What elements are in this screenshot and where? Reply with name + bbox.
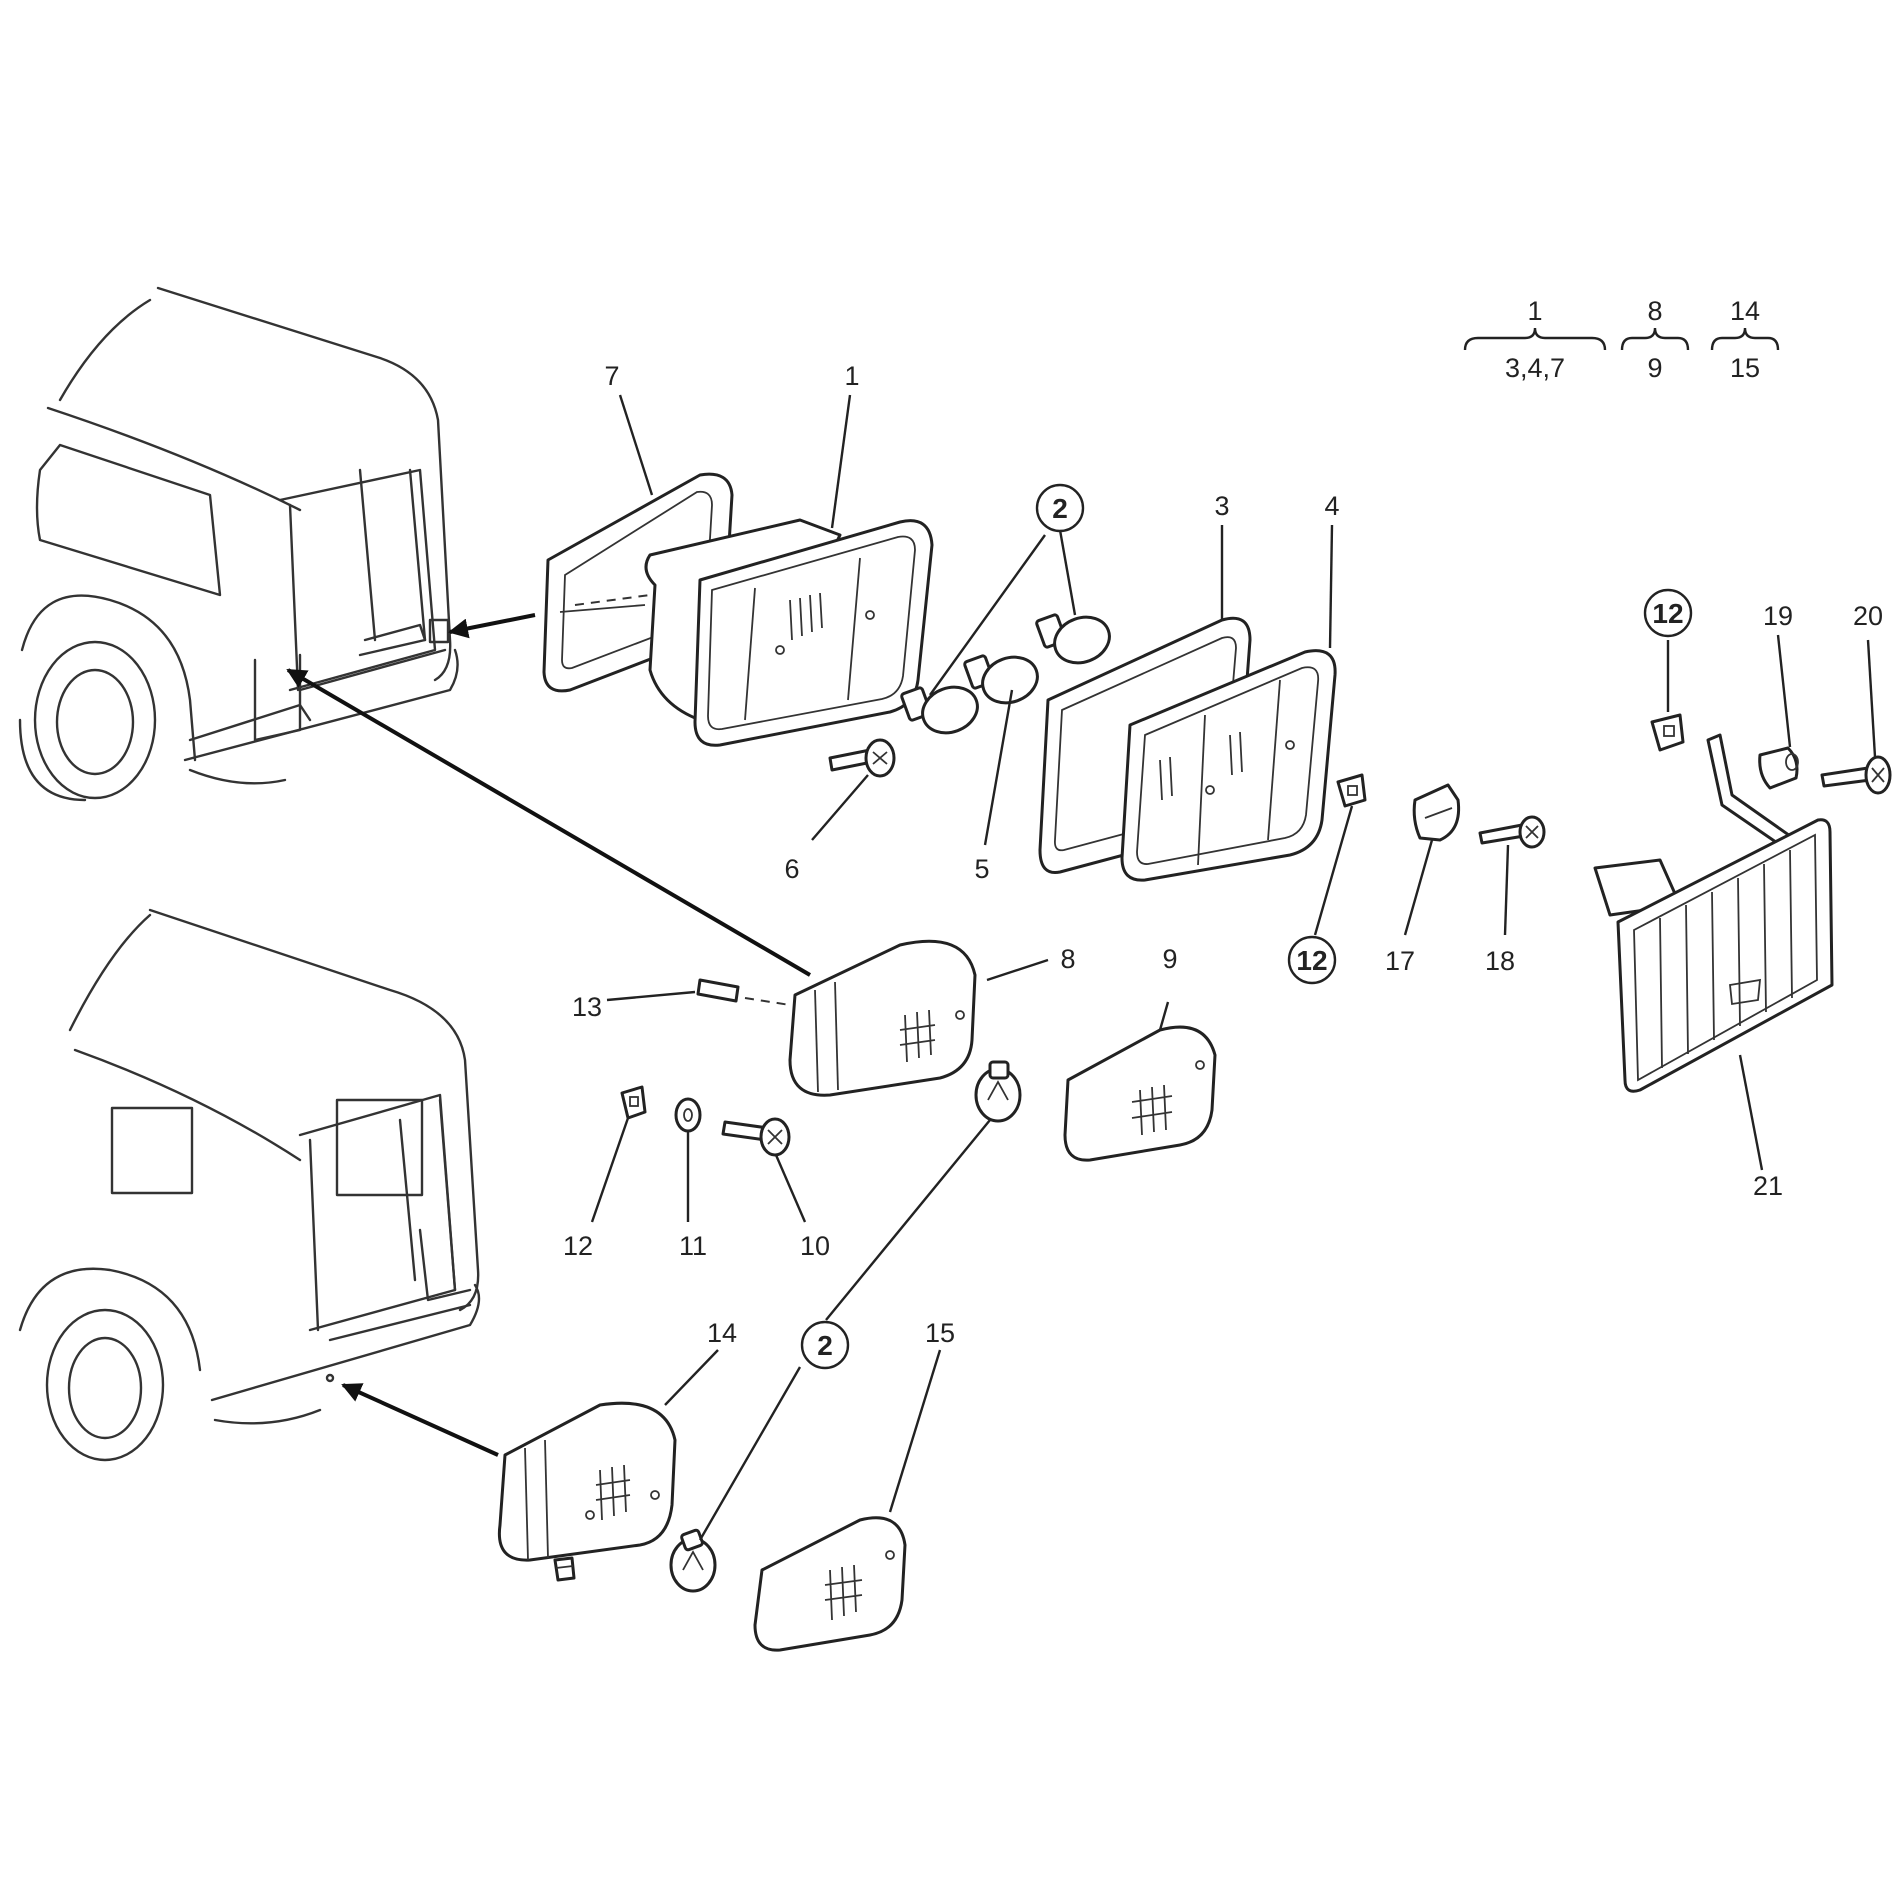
callout-14: 14 [707,1318,737,1348]
mounting-arrow-8 [286,668,812,977]
callout-6: 6 [784,854,799,884]
legend-components-14: 15 [1730,353,1760,383]
callout-1: 1 [844,361,859,391]
callout-12-upper: 12 [1652,598,1683,629]
legend-assembly-8: 8 [1647,296,1662,326]
callout-10: 10 [800,1231,830,1261]
side-lamp-8 [788,939,977,1097]
washer-11 [674,1097,702,1133]
clip-12-upper [1650,713,1685,752]
callout-4: 4 [1324,491,1339,521]
callout-circle-12-upper [1643,588,1693,638]
legend-components-8: 9 [1647,353,1662,383]
callout-7: 7 [604,361,619,391]
screw-10 [721,1117,791,1157]
clamp-19 [1758,746,1799,790]
callout-2-lower: 2 [817,1330,833,1361]
callout-12-lower: 12 [563,1231,593,1261]
clip-12-lower [620,1085,647,1120]
vehicle-rear-upper [18,286,459,802]
screw-6 [828,738,896,778]
callout-circle-2-lower [800,1320,850,1370]
screw-18 [1478,815,1546,849]
callout-21: 21 [1753,1171,1783,1201]
side-lamp-14 [497,1401,677,1582]
callout-19: 19 [1763,601,1793,631]
callout-13: 13 [572,992,602,1022]
bulb-2-upper-mid [963,654,1039,705]
callout-9: 9 [1162,944,1177,974]
bulb-2-upper-right [1035,613,1111,665]
lens-9 [1063,1025,1217,1162]
bulb-2-lower [669,1528,717,1593]
callout-15: 15 [925,1318,955,1348]
callout-11: 11 [679,1231,707,1261]
callout-18: 18 [1485,946,1515,976]
callout-12-mid: 12 [1296,945,1327,976]
lens-15 [753,1516,907,1652]
legend-assembly-14: 14 [1730,296,1760,326]
leader-lines [590,394,1877,1541]
vehicle-rear-lower [18,908,481,1462]
callout-17: 17 [1385,946,1415,976]
lamp-guard-21 [1593,733,1834,1093]
callout-3: 3 [1214,491,1229,521]
callout-5: 5 [974,854,989,884]
legend-components-1: 3,4,7 [1505,353,1565,383]
screw-20 [1820,755,1892,795]
mounting-arrow-1 [448,613,536,639]
bulb-2-middle [974,1060,1022,1123]
callout-circle-2-upper [1035,483,1085,533]
callout-circle-12-mid [1287,935,1337,985]
lens-4 [1120,649,1337,882]
clip-12-mid [1336,773,1367,808]
callout-2-upper: 2 [1052,493,1068,524]
pin-13 [696,978,791,1006]
bracket-clip-17 [1412,783,1461,842]
callout-8: 8 [1060,944,1075,974]
mounting-arrow-14 [341,1383,499,1457]
bulb-2-upper-left [900,685,979,735]
assembly-legend: 1 3,4,7 8 9 14 15 [1463,296,1780,383]
legend-assembly-1: 1 [1527,296,1542,326]
callout-20: 20 [1853,601,1883,631]
